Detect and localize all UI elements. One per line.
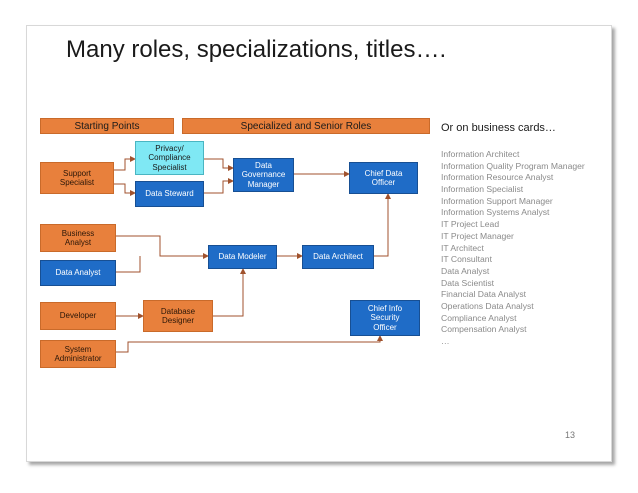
- list-item: Information Specialist: [441, 184, 524, 195]
- list-item: Operations Data Analyst: [441, 300, 534, 311]
- node-data-analyst: Data Analyst: [40, 260, 116, 286]
- connector-lines: [114, 156, 391, 353]
- header-specialized-roles: Specialized and Senior Roles: [182, 118, 430, 134]
- slide: [26, 25, 612, 462]
- business-card-titles-list: Information Architect Information Qualit…: [441, 149, 585, 348]
- node-database-designer: Database Designer: [143, 300, 213, 332]
- node-support-specialist: Support Specialist: [40, 162, 114, 194]
- list-item: Compensation Analyst: [441, 324, 527, 335]
- list-item: Financial Data Analyst: [441, 289, 527, 300]
- list-item: Information Resource Analyst: [441, 172, 554, 183]
- slide-title: Many roles, specializations, titles….: [66, 36, 447, 63]
- page-number: 13: [565, 430, 576, 440]
- list-item: Information Quality Program Manager: [441, 160, 585, 171]
- node-business-analyst: Business Analyst: [40, 224, 116, 252]
- list-item: Compliance Analyst: [441, 312, 517, 323]
- node-data-architect: Data Architect: [302, 245, 374, 269]
- node-developer: Developer: [40, 302, 116, 330]
- list-item: IT Consultant: [441, 254, 492, 265]
- header-starting-points: Starting Points: [40, 118, 174, 134]
- node-system-administrator: System Administrator: [40, 340, 116, 368]
- list-item: Information Architect: [441, 149, 520, 159]
- list-item: Information Support Manager: [441, 195, 553, 206]
- list-item: IT Architect: [441, 242, 484, 253]
- list-item: Data Analyst: [441, 265, 490, 276]
- business-cards-heading: Or on business cards…: [441, 122, 556, 134]
- list-item: IT Project Lead: [441, 219, 500, 230]
- node-data-governance-manager: Data Governance Manager: [233, 158, 294, 192]
- node-privacy-compliance-specialist: Privacy/ Compliance Specialist: [135, 141, 204, 175]
- list-item: Data Scientist: [441, 277, 495, 288]
- node-chief-info-security-officer: Chief Info Security Officer: [350, 300, 420, 336]
- node-data-steward: Data Steward: [135, 181, 204, 207]
- node-chief-data-officer: Chief Data Officer: [349, 162, 418, 194]
- list-item: Information Systems Analyst: [441, 207, 550, 218]
- list-item: …: [441, 336, 450, 346]
- node-data-modeler: Data Modeler: [208, 245, 277, 269]
- list-item: IT Project Manager: [441, 230, 514, 241]
